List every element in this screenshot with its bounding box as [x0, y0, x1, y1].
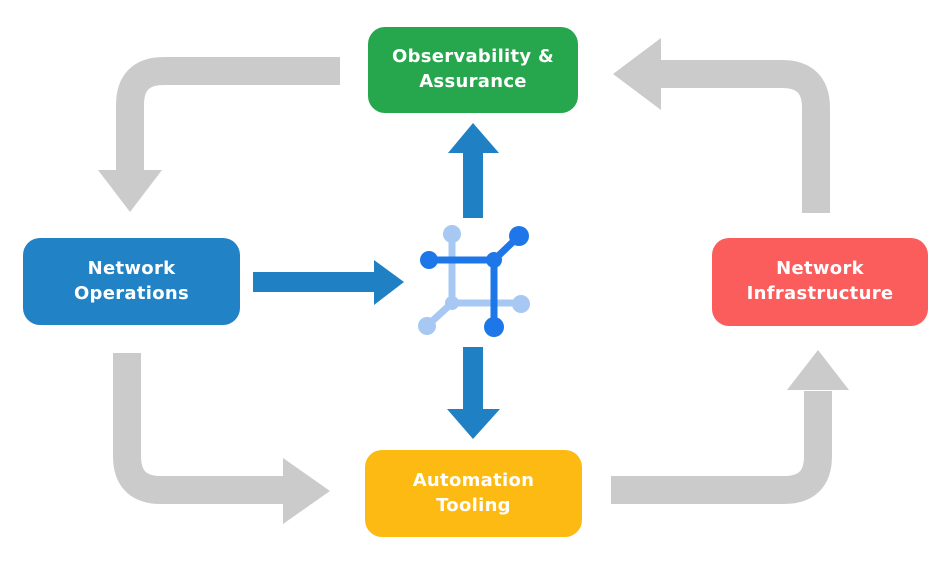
arrow-infrastructure-to-observability — [661, 60, 830, 213]
label-line-1: Network — [776, 258, 864, 280]
blue-arrowhead-down-icon — [447, 409, 500, 439]
arrowhead-up-icon — [787, 350, 849, 390]
mesh-dark-dots — [420, 226, 529, 337]
blue-arrowhead-right-icon — [374, 260, 404, 305]
blue-arrowhead-up-icon — [448, 123, 499, 153]
node-observability-assurance: Observability & Assurance — [368, 27, 578, 113]
node-label: Observability & Assurance — [392, 20, 554, 119]
arrowhead-down-icon — [98, 170, 162, 212]
arrow-operations-to-tooling — [113, 353, 284, 504]
mesh-light-dots — [418, 225, 530, 335]
label-line-2: Assurance — [419, 71, 527, 92]
label-line-2: Infrastructure — [746, 283, 894, 304]
node-label: Network Infrastructure — [747, 232, 894, 331]
label-line-2: Tooling — [436, 494, 511, 516]
node-label: Automation Tooling — [413, 444, 535, 543]
arrowhead-left-icon — [613, 38, 661, 110]
node-network-infrastructure: Network Infrastructure — [712, 238, 928, 326]
label-line-2: Operations — [73, 282, 190, 304]
arrow-tooling-to-infrastructure — [611, 391, 832, 504]
network-mesh-icon — [418, 225, 530, 337]
label-line-1: Network — [87, 257, 176, 279]
node-network-operations: Network Operations — [23, 238, 240, 325]
label-line-1: Automation — [412, 469, 535, 491]
node-automation-tooling: Automation Tooling — [365, 450, 582, 537]
arrowhead-right-icon — [283, 458, 330, 524]
label-line-1: Observability & — [391, 46, 555, 68]
node-label: Network Operations — [74, 232, 189, 331]
arrow-observability-to-operations — [116, 57, 340, 172]
